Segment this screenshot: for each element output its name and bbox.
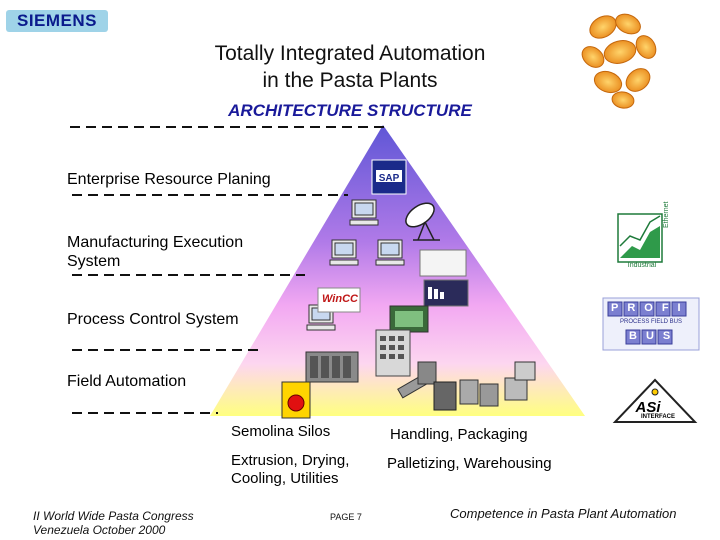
siemens-logo: SIEMENS xyxy=(6,10,108,32)
level-field: Field Automation xyxy=(67,373,187,390)
wincc-logo-text: WinCC xyxy=(322,293,358,305)
control-panels xyxy=(305,305,429,383)
level-pcs: Process Control System xyxy=(67,311,239,328)
area-semolina: Semolina Silos xyxy=(231,423,331,440)
asi-logo-text: ASi xyxy=(635,399,661,416)
area-handling: Handling, Packaging xyxy=(390,426,528,443)
page-number: PAGE 7 xyxy=(330,512,362,522)
field-devices xyxy=(281,361,536,419)
mes-screens xyxy=(419,249,469,307)
footer-congress: II World Wide Pasta Congress xyxy=(33,509,194,523)
profibus-sub-text: PROCESS FIELD BUS xyxy=(619,319,682,325)
pyramid-shape xyxy=(210,125,585,416)
pasta-image xyxy=(581,13,657,109)
asi-sub-text: INTERFACE xyxy=(640,414,675,420)
area-palletizing: Palletizing, Warehousing xyxy=(387,455,552,472)
area-extrusion: Extrusion, Drying, Cooling, Utilities xyxy=(231,452,350,487)
title-line-2: in the Pasta Plants xyxy=(262,69,438,92)
level-mes: Manufacturing Execution System xyxy=(67,234,244,270)
footer-left: II World Wide Pasta Congress Venezuela O… xyxy=(33,509,233,537)
asi-logo xyxy=(612,378,698,423)
wincc-box xyxy=(317,287,361,313)
satellite-dish-icon xyxy=(405,202,440,241)
page-title: Totally Integrated Automation in the Pas… xyxy=(170,40,530,94)
profibus-logo xyxy=(602,297,700,351)
footer-location-date: Venezuela October 2000 xyxy=(33,523,166,537)
ethernet-logo-text: Ethernet xyxy=(663,201,670,228)
level-erp: Enterprise Resource Planing xyxy=(67,171,271,188)
footer-right: Competence in Pasta Plant Automation xyxy=(450,506,677,521)
industrial-logo-text: Industrial xyxy=(627,262,657,269)
profibus-top-text: PROFI xyxy=(611,302,690,314)
sap-logo xyxy=(371,159,407,195)
ethernet-logo xyxy=(617,213,663,263)
sap-logo-text: SAP xyxy=(378,173,400,184)
page-subtitle: ARCHITECTURE STRUCTURE xyxy=(228,101,472,120)
profibus-bottom-text: BUS xyxy=(629,330,680,342)
title-line-1: Totally Integrated Automation xyxy=(214,42,486,65)
computer-icons xyxy=(306,199,405,331)
